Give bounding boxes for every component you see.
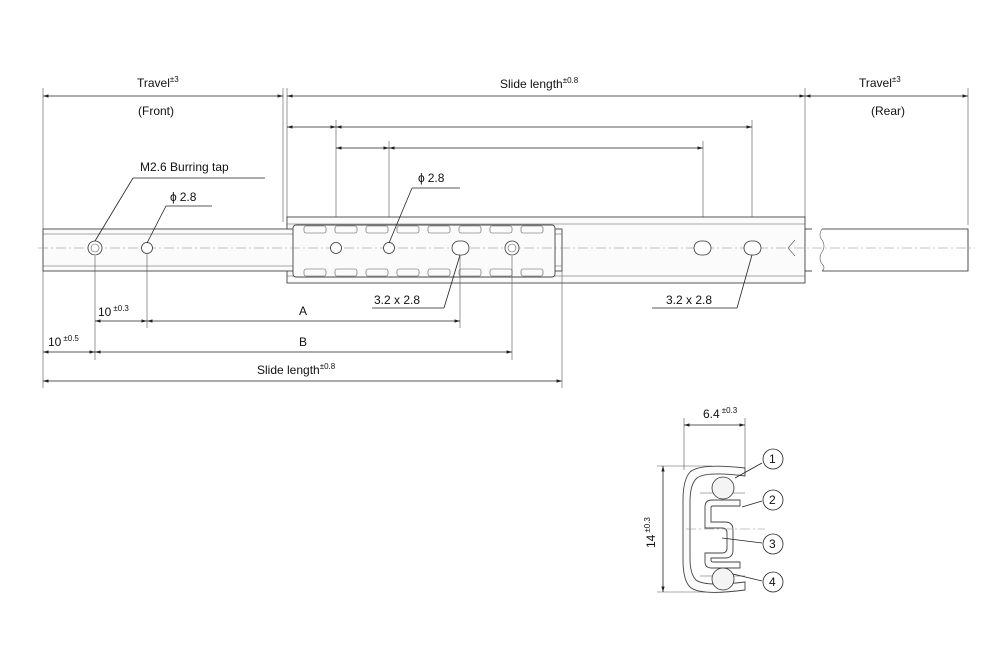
- slide-length-top-label: Slide length±0.8: [500, 76, 579, 91]
- outer-rail-profile: [682, 465, 746, 593]
- rail-hole-1: [330, 242, 342, 254]
- svg-text:4: 4: [769, 575, 776, 589]
- balloon-2: 2: [762, 489, 784, 511]
- svg-text:1: 1: [769, 452, 776, 466]
- retainer-slots-top: [303, 225, 544, 234]
- rail-hole-2: [383, 242, 395, 254]
- top-dimensions: Travel±3 (Front) Slide length±0.8 Travel…: [42, 75, 969, 388]
- outer-slot-2: [743, 240, 762, 256]
- balloon-3: 3: [762, 533, 784, 555]
- slide-rail: [38, 216, 975, 284]
- cross-section: 6.4±0.3 14±0.3 1 2 3: [643, 406, 784, 593]
- bottom-dimensions: 10±0.3 A 10±0.5 B Slide length±0.8: [43, 254, 563, 388]
- burring-tap-hole: [87, 240, 103, 256]
- front-label: (Front): [138, 104, 174, 118]
- svg-text:2: 2: [769, 493, 776, 507]
- top-ball: [711, 476, 735, 500]
- inner-hole-b: [504, 240, 520, 256]
- inner-slot-label: 3.2 x 2.8: [374, 293, 420, 307]
- inner-slot-1: [451, 240, 470, 256]
- balloon-1: 1: [762, 448, 784, 470]
- rear-label: (Rear): [871, 104, 905, 118]
- dim-b-label: B: [299, 335, 307, 349]
- travel-front-label: Travel±3: [137, 75, 179, 90]
- outer-slot-label: 3.2 x 2.8: [666, 293, 712, 307]
- ten-03-label: 10±0.3: [98, 304, 129, 319]
- dim-a-label: A: [299, 304, 307, 318]
- balloon-4: 4: [762, 571, 784, 593]
- front-mount-hole: [141, 242, 153, 254]
- svg-text:3: 3: [769, 537, 776, 551]
- width-label: 6.4±0.3: [703, 406, 738, 421]
- height-label: 14±0.3: [643, 517, 658, 548]
- travel-rear-label: Travel±3: [859, 75, 901, 90]
- inner-rail-profile: [704, 499, 741, 569]
- ten-05-label: 10±0.5: [48, 334, 79, 349]
- burring-tap-label: M2.6 Burring tap: [140, 160, 229, 174]
- slide-length-bottom-label: Slide length±0.8: [257, 362, 336, 377]
- ball-retainer: [292, 224, 556, 278]
- outer-slot-1: [693, 240, 712, 256]
- bottom-ball: [711, 567, 735, 591]
